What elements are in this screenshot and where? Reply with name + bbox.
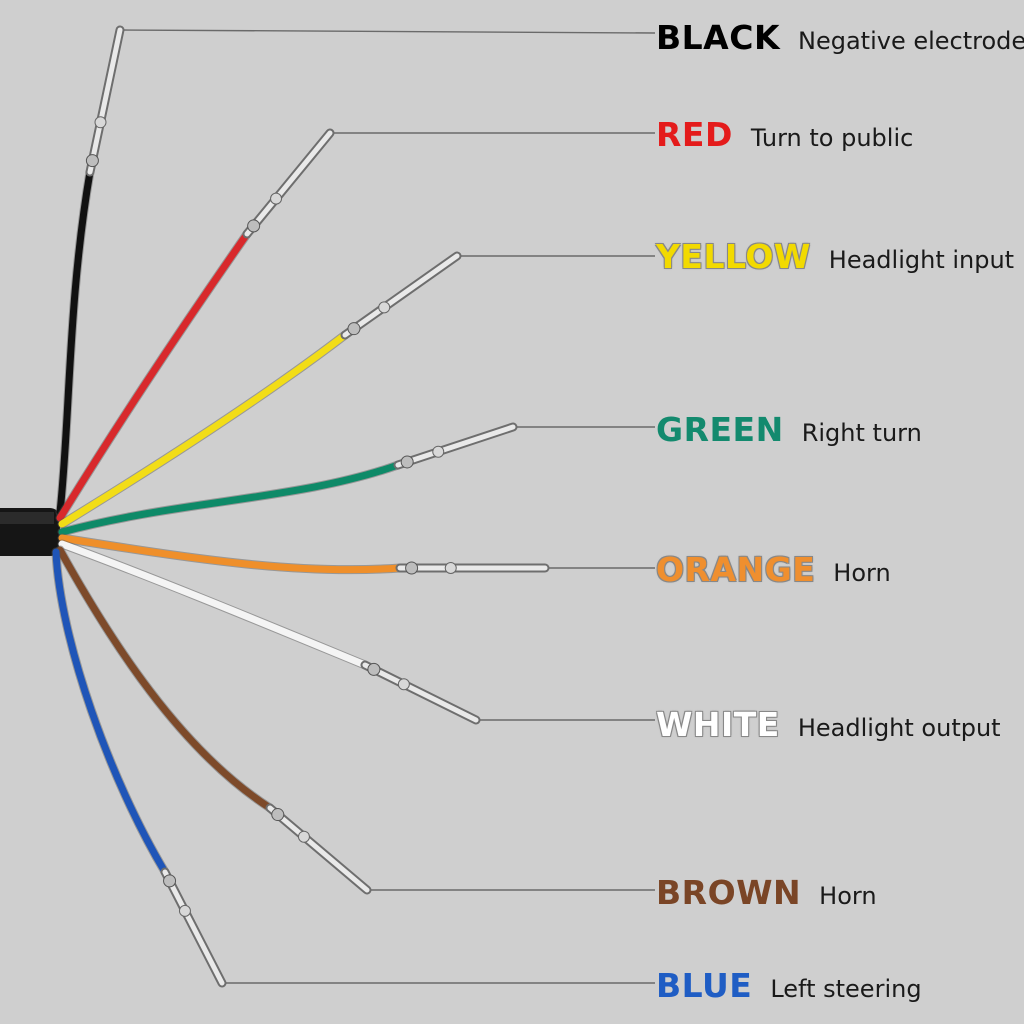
terminal-black xyxy=(85,25,125,177)
terminal-orange xyxy=(395,561,550,575)
function-blue: Left steering xyxy=(770,975,922,1003)
wire-green xyxy=(57,422,518,537)
label-black: BLACK Negative electrode xyxy=(656,18,1024,57)
terminal-green xyxy=(393,422,518,470)
label-orange: ORANGE Horn xyxy=(656,550,891,589)
function-red: Turn to public xyxy=(750,124,914,152)
function-brown: Horn xyxy=(819,882,877,910)
terminal-yellow xyxy=(340,251,462,340)
wire-yellow xyxy=(57,251,462,529)
label-yellow: YELLOW Headlight input xyxy=(656,237,1014,276)
color-name-white: WHITE xyxy=(656,705,780,744)
color-name-brown: BROWN xyxy=(656,873,802,912)
color-name-black: BLACK xyxy=(656,18,781,57)
function-black: Negative electrode xyxy=(798,27,1024,55)
color-name-orange: ORANGE xyxy=(656,550,816,589)
terminal-blue xyxy=(160,867,227,988)
label-blue: BLUE Left steering xyxy=(656,966,922,1005)
function-white: Headlight output xyxy=(797,714,1001,742)
cable-sheath-highlight xyxy=(0,512,54,524)
function-green: Right turn xyxy=(801,419,922,447)
terminal-red xyxy=(242,128,335,239)
terminal-white xyxy=(360,660,481,725)
wire-blue xyxy=(51,547,227,988)
wire-black xyxy=(55,25,125,517)
wire-white xyxy=(57,539,481,725)
function-orange: Horn xyxy=(833,559,891,587)
color-name-yellow: YELLOW xyxy=(656,237,811,276)
label-red: RED Turn to public xyxy=(656,115,913,154)
wire-brown xyxy=(55,545,372,895)
color-name-green: GREEN xyxy=(656,410,784,449)
wire-red xyxy=(55,128,335,523)
color-name-red: RED xyxy=(656,115,733,154)
label-green: GREEN Right turn xyxy=(656,410,922,449)
function-yellow: Headlight input xyxy=(828,246,1015,274)
leader-line-black xyxy=(123,29,656,34)
color-name-blue: BLUE xyxy=(656,966,753,1005)
wire-orange xyxy=(57,533,550,575)
label-brown: BROWN Horn xyxy=(656,873,877,912)
terminal-brown xyxy=(265,803,372,895)
label-white: WHITE Headlight output xyxy=(656,705,1001,744)
